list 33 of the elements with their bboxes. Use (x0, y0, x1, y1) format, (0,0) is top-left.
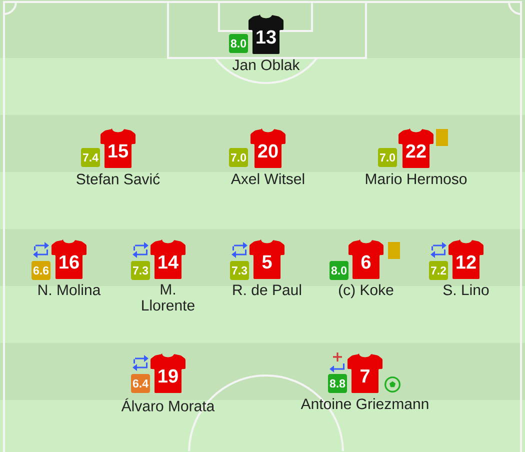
player-name: (c) Koke (339, 284, 394, 298)
rating-badge: 7.3 (131, 260, 150, 280)
player-name: N. Molina (38, 284, 101, 296)
rating-badge: 7.2 (429, 260, 448, 280)
player-name: S. Lino (443, 284, 489, 296)
rating-badge: 7.4 (81, 148, 100, 167)
player-name: Axel Witsel (230, 173, 304, 184)
player-name: Álvaro Morata (121, 398, 215, 412)
player-name: Antoine Griezmann (300, 398, 428, 410)
player-name: Mario Hermoso (366, 173, 467, 184)
jersey: 6 (348, 238, 384, 279)
jersey: 15 (100, 128, 136, 168)
jersey: 16 (52, 238, 86, 279)
rating-badge: 7.3 (230, 260, 249, 280)
jersey: 19 (150, 352, 186, 393)
rating-badge: 6.4 (131, 374, 150, 393)
player-name: R. de Paul (233, 284, 301, 296)
jersey: 14 (150, 238, 186, 279)
player-name: M. Llorente (142, 284, 194, 311)
jersey: 22 (398, 128, 434, 168)
rating-badge: 7.0 (378, 148, 397, 167)
rating-badge: 7.0 (229, 148, 248, 167)
player-name: Stefan Savić (76, 173, 160, 184)
jersey: 5 (250, 238, 284, 279)
jersey: 12 (448, 238, 484, 279)
rating-badge: 8.8 (328, 374, 347, 393)
jersey: 20 (250, 128, 286, 168)
player-name: Jan Oblak (232, 59, 300, 70)
rating-badge: 8.0 (229, 34, 248, 53)
jersey: 7 (348, 352, 382, 393)
rating-badge: 8.0 (330, 260, 348, 280)
rating-badge: 6.6 (32, 260, 50, 280)
jersey: 13 (248, 14, 284, 54)
